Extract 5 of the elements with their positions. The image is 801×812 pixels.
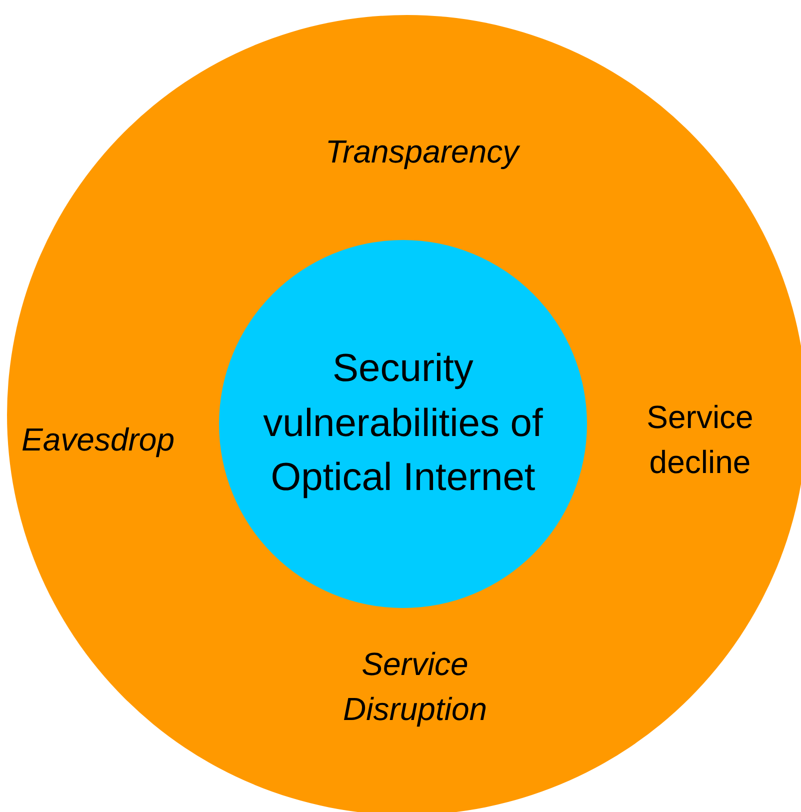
center-label: Security vulnerabilities of Optical Internet bbox=[262, 346, 544, 502]
ring-label: Service Disruption bbox=[342, 645, 488, 729]
ring-label: Service decline bbox=[646, 398, 754, 482]
ring-label: Transparency bbox=[324, 132, 522, 172]
ring-label: Eavesdrop bbox=[20, 420, 176, 460]
